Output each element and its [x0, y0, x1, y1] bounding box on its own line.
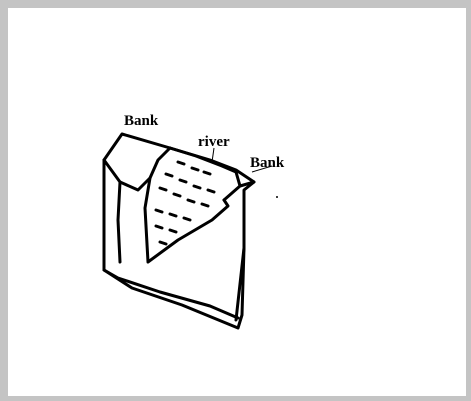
- stray-mark: [276, 196, 278, 198]
- front-face-edge: [118, 182, 120, 262]
- label-river: river: [198, 134, 230, 150]
- river-water-dashes: [156, 162, 214, 244]
- label-bank-left: Bank: [124, 113, 159, 129]
- left-bank-top: [104, 148, 170, 190]
- base-edge: [104, 270, 238, 318]
- label-bank-right: Bank: [250, 155, 285, 171]
